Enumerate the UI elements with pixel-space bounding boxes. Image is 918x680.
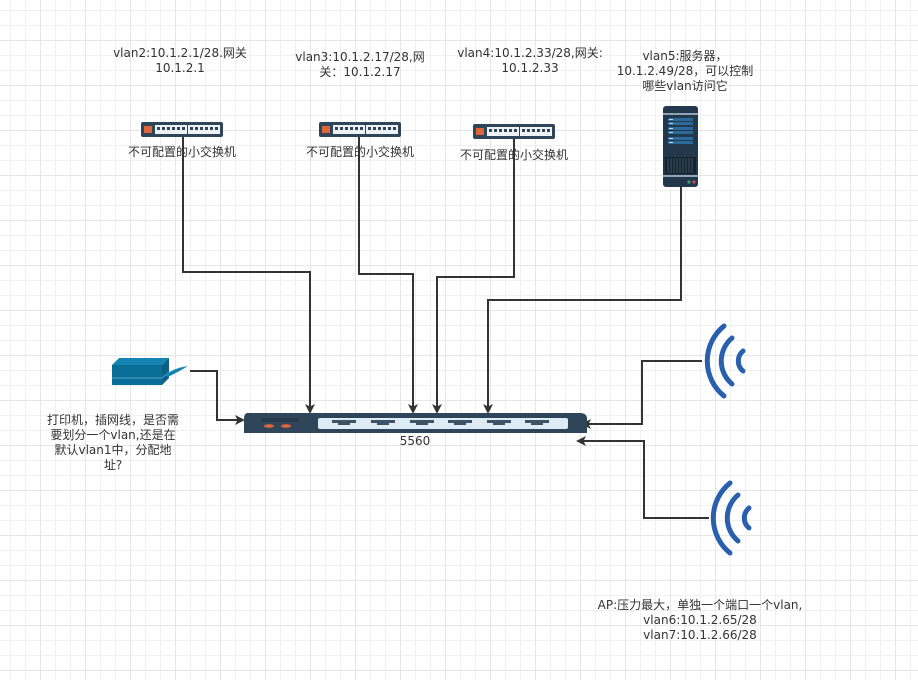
- vlan2-switch-label: 不可配置的小交换机: [127, 145, 236, 159]
- vlan4-switch-label: 不可配置的小交换机: [459, 148, 568, 162]
- edge-ap1-to-core[interactable]: [581, 360, 702, 429]
- edge-ap2-to-core[interactable]: [576, 436, 709, 519]
- wireless-ap-icon[interactable]: [710, 480, 752, 556]
- edge-printer-to-core[interactable]: [190, 370, 245, 425]
- vlan3-caption: vlan3:10.1.2.17/28,网 关：10.1.2.17: [295, 50, 425, 79]
- printer-icon[interactable]: [112, 358, 188, 385]
- wireless-ap-icon[interactable]: [704, 323, 746, 399]
- server-caption: vlan5:服务器， 10.1.2.49/28，可以控制 哪些vlan访问它: [616, 49, 754, 93]
- server-icon[interactable]: [663, 106, 698, 187]
- edge-vlan2-to-core[interactable]: [182, 137, 315, 414]
- core-switch-label: 5560: [399, 434, 431, 448]
- vlan4-caption: vlan4:10.1.2.33/28,网关: 10.1.2.33: [457, 46, 603, 75]
- edge-vlan4-to-core[interactable]: [432, 139, 515, 414]
- edge-vlan3-to-core[interactable]: [358, 137, 418, 414]
- ap-note-caption: AP:压力最大，单独一个端口一个vlan, vlan6:10.1.2.65/28…: [597, 598, 803, 642]
- switch-icon[interactable]: [473, 124, 555, 139]
- core-switch-icon[interactable]: [244, 413, 587, 433]
- edge-server-to-core[interactable]: [483, 187, 682, 414]
- switch-icon[interactable]: [141, 122, 223, 137]
- printer-caption: 打印机，插网线，是否需 要划分一个vlan,还是在 默认vlan1中，分配地 址…: [46, 413, 179, 472]
- vlan3-switch-label: 不可配置的小交换机: [305, 145, 414, 159]
- switch-icon[interactable]: [319, 122, 401, 137]
- vlan2-caption: vlan2:10.1.2.1/28.网关 10.1.2.1: [113, 46, 247, 75]
